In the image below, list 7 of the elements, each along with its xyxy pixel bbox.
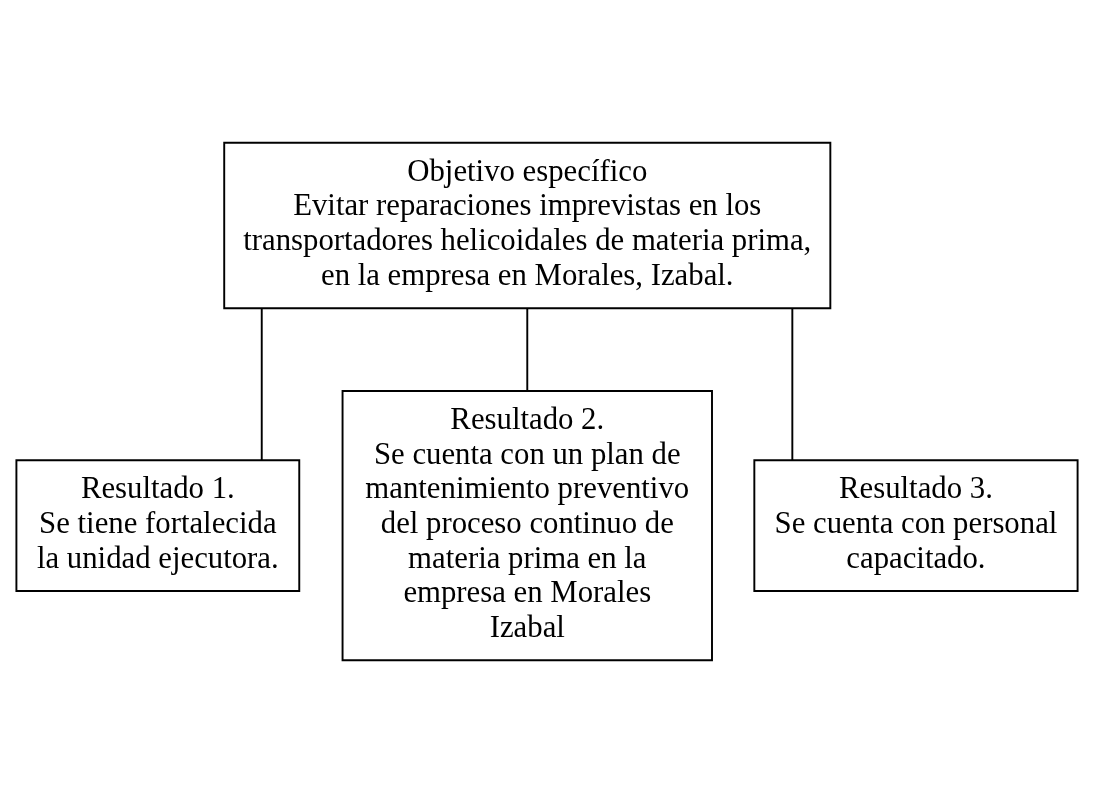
node-box: Objetivo específico Evitar reparaciones imprevistas en los transportadores helicoidales de materia prima, en la empresa en Morales, Izabal. (223, 141, 832, 310)
connector (526, 307, 529, 392)
connector (260, 307, 263, 462)
node-box: Resultado 1. Se tiene fortalecida la unidad ejecutora. (15, 459, 301, 592)
node-box: Resultado 2. Se cuenta con un plan de mantenimiento preventivo del proceso continuo de materia prima en la empresa en Morales Izabal (341, 389, 713, 662)
node-box: Resultado 3. Se cuenta con personal capacitado. (753, 459, 1079, 592)
connector (791, 307, 794, 462)
